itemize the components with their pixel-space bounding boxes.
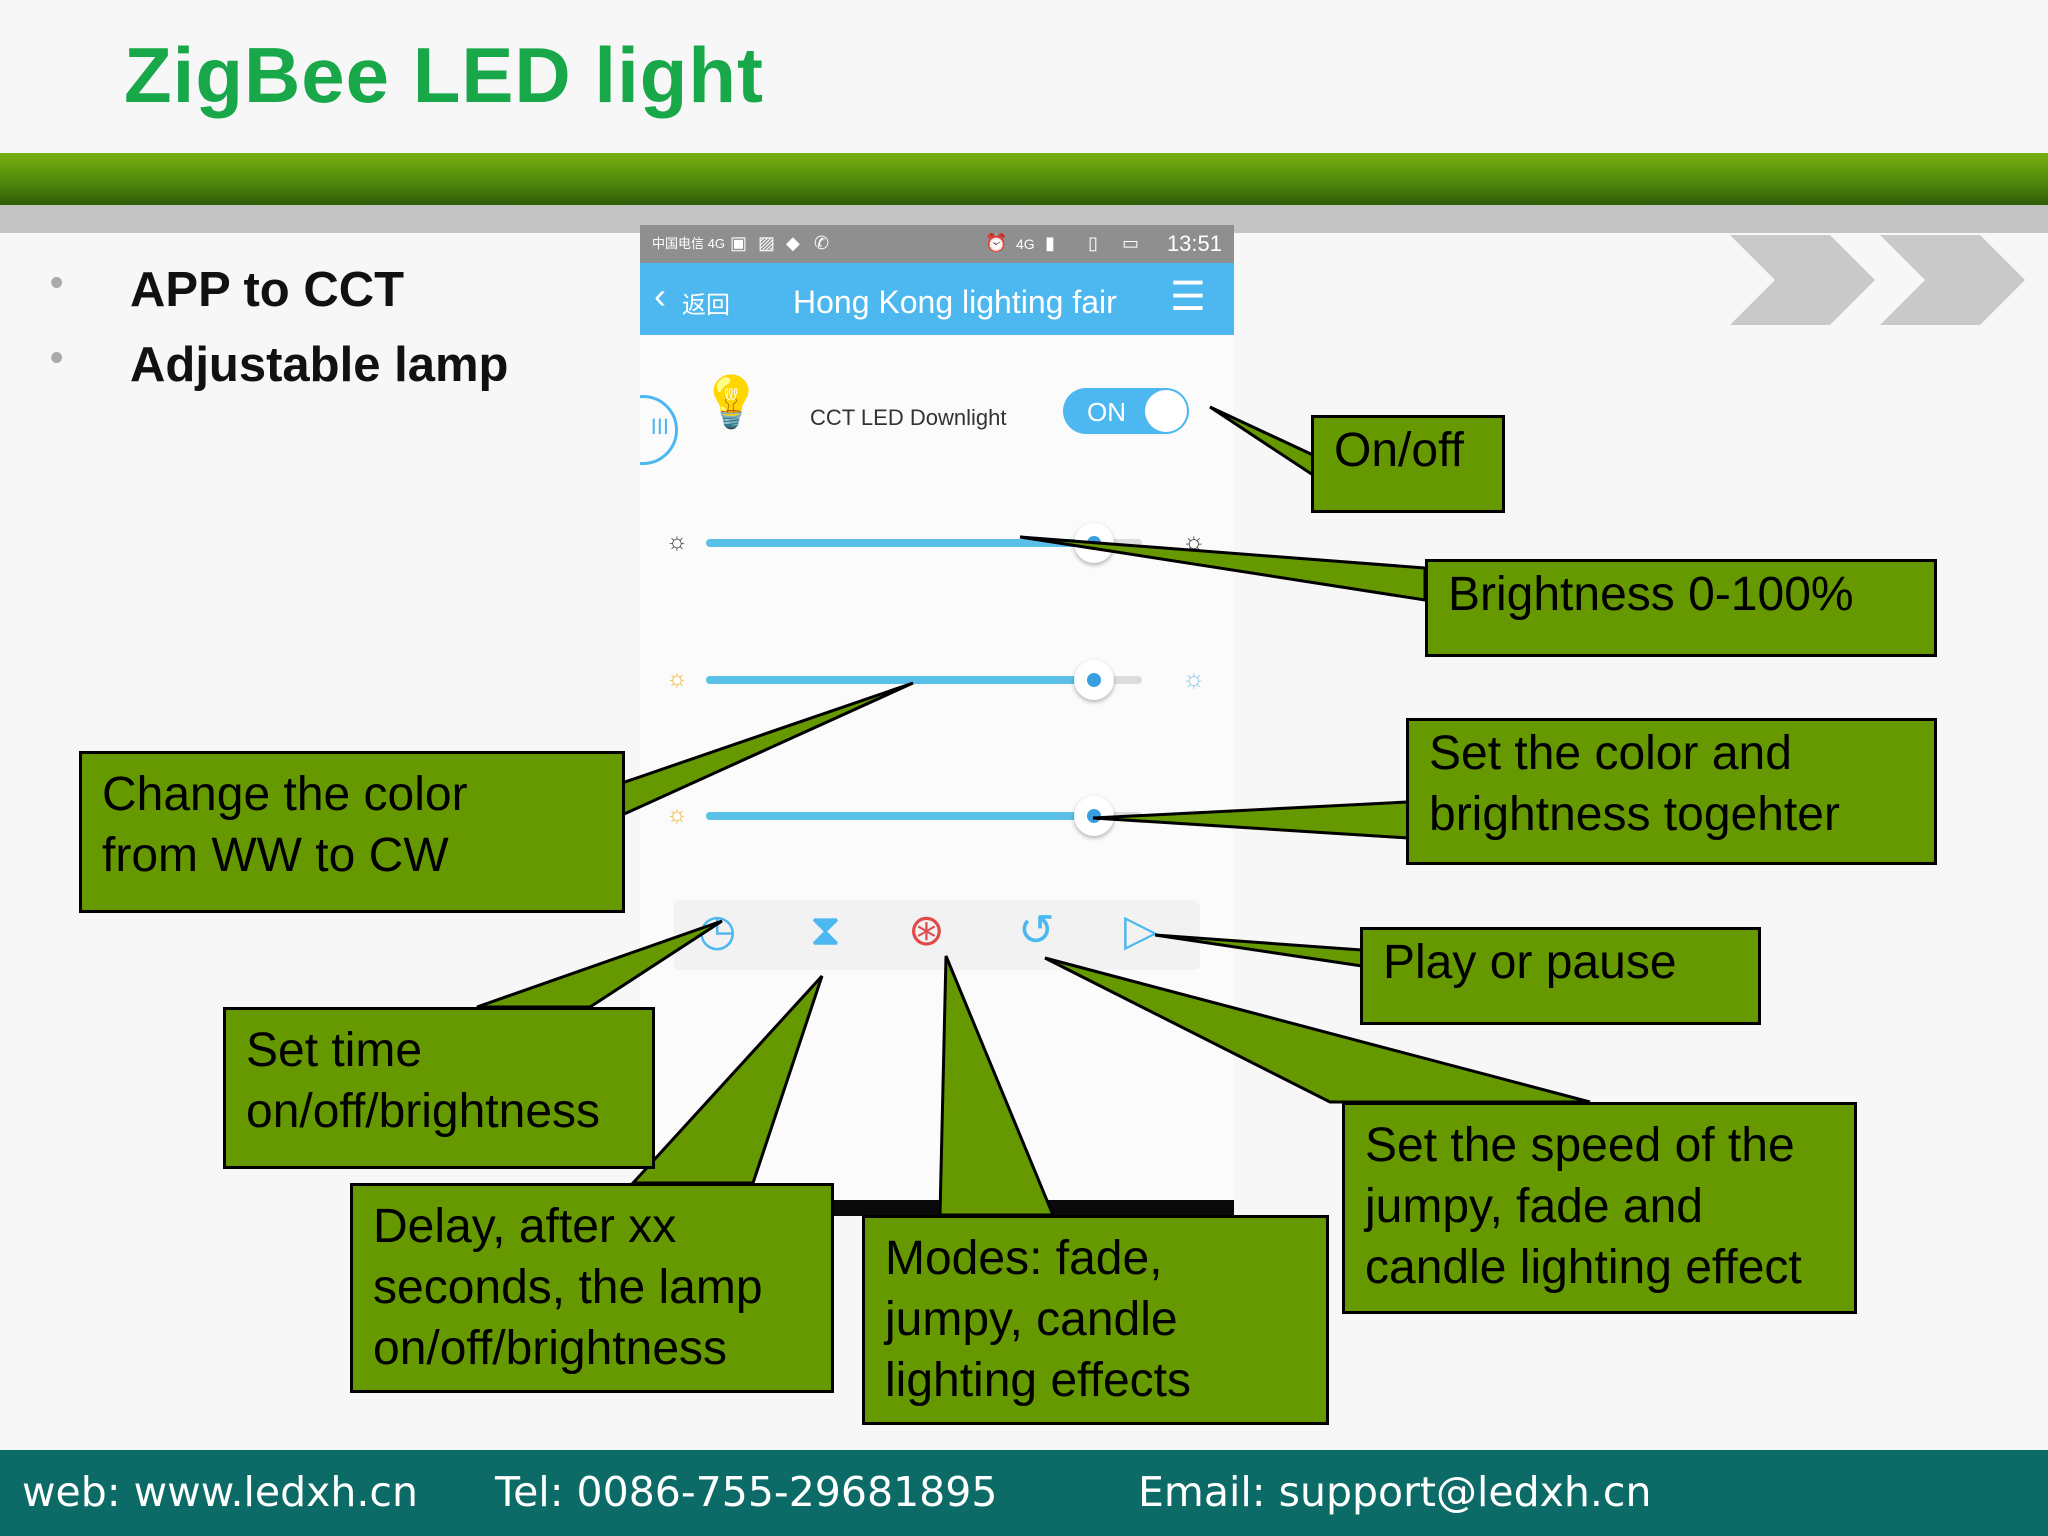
alarm-icon: ⏰ [985, 233, 1008, 253]
mode-toolbar: ◷ ⧗ ⊛ ↺ ▷ [674, 900, 1200, 970]
callout-on-off: On/off [1311, 415, 1505, 513]
callout-line: lighting effects [885, 1354, 1191, 1407]
warm-light-icon: ☼ [666, 801, 688, 828]
status-bar: 中国电信 4G ▣ ▨ ◆ ✆ ⏰ 4G ▮ ▯ ▭ 13:51 [640, 225, 1234, 263]
callout-line: on/off/brightness [373, 1322, 728, 1375]
header-green-bar [0, 153, 2048, 205]
clock-time: 13:51 [1166, 231, 1222, 256]
callout-line: seconds, the lamp [373, 1261, 763, 1314]
brightness-low-icon: ☼ [666, 528, 688, 555]
callout-line: Change the color [102, 768, 468, 821]
callout-line: Set time [246, 1024, 423, 1077]
sim-icon: ▣ [730, 233, 748, 253]
callout-color-brightness: Set the color and brightness togehter [1406, 718, 1937, 865]
callout-speed: Set the speed of the jumpy, fade and can… [1342, 1102, 1857, 1314]
callout-delay: Delay, after xx seconds, the lamp on/off… [350, 1183, 834, 1393]
footer-email: Email: support@ledxh.cn [1138, 1468, 1652, 1516]
play-icon[interactable]: ▷ [1124, 906, 1158, 955]
chevron-arrows-icon [1730, 235, 2025, 325]
network-label: 4G [1016, 236, 1035, 252]
callout-line: jumpy, fade and [1365, 1180, 1703, 1233]
device-row: 💡 CCT LED Downlight [640, 365, 1234, 455]
bullet-dot-icon: • [50, 262, 64, 304]
menu-icon[interactable]: ☰ [1170, 275, 1206, 319]
warm-white-icon: ☼ [666, 665, 688, 692]
callout-line: brightness togehter [1429, 788, 1840, 841]
back-chevron-icon[interactable]: ‹ [654, 275, 666, 316]
gallery-icon: ▨ [758, 233, 776, 253]
callout-line: Delay, after xx [373, 1200, 677, 1253]
callout-line: jumpy, candle [885, 1293, 1178, 1346]
slide-title: ZigBee LED light [124, 31, 764, 119]
bullet-text: Adjustable lamp [130, 338, 509, 392]
device-name: CCT LED Downlight [810, 405, 1007, 430]
callout-text: On/off [1334, 424, 1464, 477]
slider-thumb[interactable] [1074, 660, 1115, 700]
footer-tel: Tel: 0086-755-29681895 [495, 1468, 998, 1516]
app-header: ‹ 返回 Hong Kong lighting fair ☰ [640, 263, 1234, 335]
app-badge-icon: ◆ [786, 233, 800, 253]
footer-web: web: www.ledxh.cn [22, 1468, 418, 1516]
callout-line: from WW to CW [102, 829, 449, 882]
callout-line: candle lighting effect [1365, 1241, 1802, 1294]
toggle-knob [1145, 390, 1187, 432]
callout-line: Set the color and [1429, 727, 1792, 780]
callout-modes: Modes: fade, jumpy, candle lighting effe… [862, 1215, 1329, 1425]
app-title: Hong Kong lighting fair [793, 284, 1117, 320]
carrier-label: 中国电信 4G [652, 236, 725, 251]
footer-bar: web: www.ledxh.cn Tel: 0086-755-29681895… [0, 1450, 2048, 1536]
lightbulb-icon: 💡 [700, 374, 763, 430]
callout-brightness: Brightness 0-100% [1425, 559, 1937, 657]
sim-card-icon: ▯ [1088, 233, 1098, 253]
bullet-dot-icon: • [50, 337, 64, 379]
callout-text: Play or pause [1383, 936, 1677, 989]
callout-change-color: Change the color from WW to CW [79, 751, 625, 913]
toggle-label: ON [1087, 397, 1126, 427]
phone-icon: ✆ [814, 233, 830, 253]
color-temperature-slider[interactable]: ☼ ☼ [640, 655, 1234, 715]
callout-line: on/off/brightness [246, 1085, 601, 1138]
slider-track[interactable] [706, 660, 1142, 700]
signal-icon: ▮ [1045, 233, 1055, 253]
callout-text: Brightness 0-100% [1448, 568, 1854, 621]
callout-set-time: Set time on/off/brightness [223, 1007, 655, 1169]
power-toggle[interactable]: ON [1063, 388, 1189, 434]
callout-play-pause: Play or pause [1360, 927, 1761, 1025]
color-circles-icon[interactable]: ⊛ [908, 906, 945, 955]
cool-white-icon: ☼ [1182, 663, 1206, 693]
battery-icon: ▭ [1122, 233, 1140, 253]
back-button[interactable]: 返回 [682, 292, 730, 319]
hourglass-icon[interactable]: ⧗ [810, 906, 841, 955]
refresh-icon[interactable]: ↺ [1018, 906, 1055, 955]
callout-line: Modes: fade, [885, 1232, 1163, 1285]
bullet-text: APP to CCT [130, 263, 405, 317]
phone-screenshot: 中国电信 4G ▣ ▨ ◆ ✆ ⏰ 4G ▮ ▯ ▭ 13:51 ‹ 返回 Ho… [640, 225, 1234, 1210]
callout-line: Set the speed of the [1365, 1119, 1795, 1172]
